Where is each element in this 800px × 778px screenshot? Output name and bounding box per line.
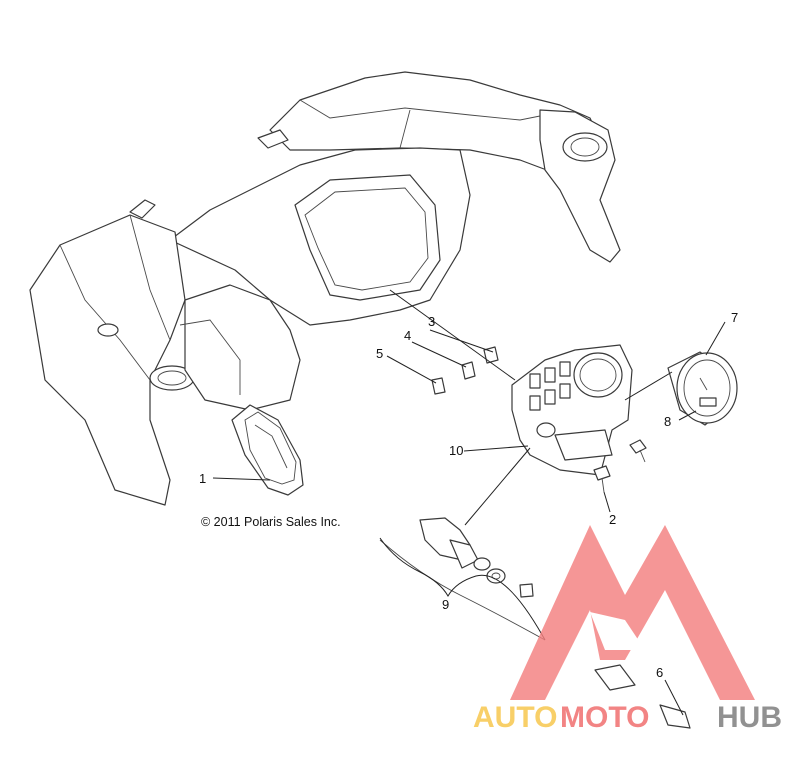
callout-5: 5 xyxy=(376,346,383,361)
speedometer-part xyxy=(667,351,738,426)
dashboard-assembly xyxy=(29,71,621,506)
callout-labels: 1 2 3 4 5 6 7 8 9 10 xyxy=(199,310,738,680)
callout-7: 7 xyxy=(731,310,738,325)
harness-part xyxy=(379,517,546,641)
callout-10: 10 xyxy=(449,443,463,458)
callout-2: 2 xyxy=(609,512,616,527)
switch-covers xyxy=(431,346,499,395)
callout-1: 1 xyxy=(199,471,206,486)
screw-parts xyxy=(593,439,647,493)
instrument-bezel-part xyxy=(511,344,633,476)
switch-cover-4 xyxy=(461,361,476,380)
socket-part xyxy=(594,664,691,729)
automotohub-watermark: AUTO MOTO HUB xyxy=(473,525,782,734)
callout-6: 6 xyxy=(656,665,663,680)
leader-lines xyxy=(212,289,726,716)
callout-3: 3 xyxy=(428,314,435,329)
copyright-text: © 2011 Polaris Sales Inc. xyxy=(201,515,341,529)
callout-8: 8 xyxy=(664,414,671,429)
watermark-hub: HUB xyxy=(717,701,782,734)
watermark-auto: AUTO xyxy=(473,701,557,734)
grab-handle-part xyxy=(231,404,304,496)
callout-9: 9 xyxy=(442,597,449,612)
harness-bracket xyxy=(379,537,546,641)
triangle-logo-icon xyxy=(510,525,755,700)
callout-4: 4 xyxy=(404,328,411,343)
switch-cover-5 xyxy=(431,377,446,395)
watermark-moto: MOTO xyxy=(560,701,649,734)
